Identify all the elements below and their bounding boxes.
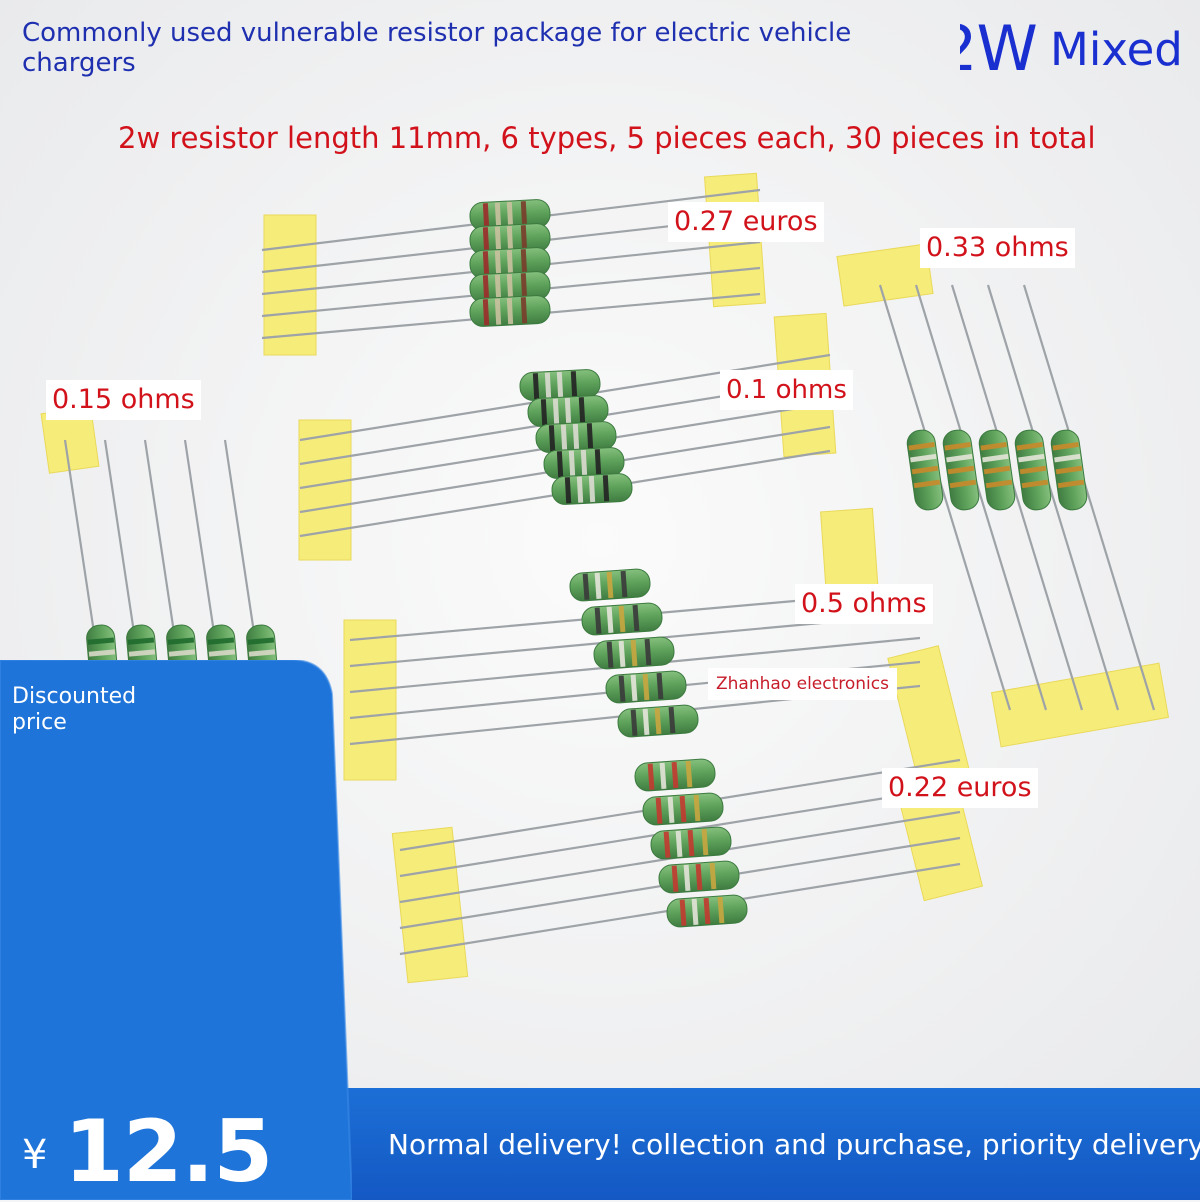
resistor-bottom-5 (399, 862, 961, 956)
tape-right-top (836, 243, 934, 307)
price-tab (0, 660, 352, 1200)
resistor-right-3 (950, 284, 1084, 711)
tape-bottom-left (391, 826, 469, 984)
label-right-group: 0.33 ohms (920, 228, 1075, 268)
discount-label: Discounted price (12, 684, 137, 735)
mixed-badge: Mixed (1050, 23, 1183, 76)
resistor-middle-3 (299, 401, 831, 490)
resistor-top-4 (261, 266, 761, 318)
resistor-top-3 (261, 240, 761, 296)
label-top-group: 0.27 euros (668, 202, 824, 242)
tape-lower-left (343, 619, 397, 781)
label-lower-middle-group: 0.5 ohms (795, 584, 933, 624)
currency-symbol: ¥ (22, 1132, 48, 1178)
tape-top-left (263, 214, 317, 356)
tape-middle-left (298, 419, 352, 561)
package-subtitle: 2w resistor length 11mm, 6 types, 5 piec… (118, 121, 1096, 155)
label-middle-group: 0.1 ohms (720, 370, 853, 410)
resistor-middle-4 (299, 425, 831, 514)
resistor-bottom-3 (399, 810, 961, 904)
page-title: Commonly used vulnerable resistor packag… (22, 18, 852, 78)
resistor-right-4 (986, 284, 1120, 711)
resistor-top-5 (261, 292, 761, 340)
resistor-right-5 (1022, 284, 1156, 711)
delivery-note: Normal delivery! collection and purchase… (388, 1128, 1200, 1161)
label-bottom-group: 0.22 euros (882, 768, 1038, 808)
price-value: 12.5 (64, 1102, 273, 1202)
resistor-lower-3 (349, 636, 921, 694)
resistor-middle-5 (299, 449, 831, 538)
resistor-right-2 (914, 284, 1048, 711)
label-left-group: 0.15 ohms (46, 380, 201, 420)
resistor-right-1 (878, 284, 1012, 711)
brand-watermark: Zhanhao electronics (708, 668, 897, 700)
resistor-lower-4 (349, 660, 921, 720)
resistor-top-1 (261, 188, 761, 252)
resistor-bottom-4 (399, 836, 961, 930)
power-badge: 2W (938, 12, 1037, 85)
